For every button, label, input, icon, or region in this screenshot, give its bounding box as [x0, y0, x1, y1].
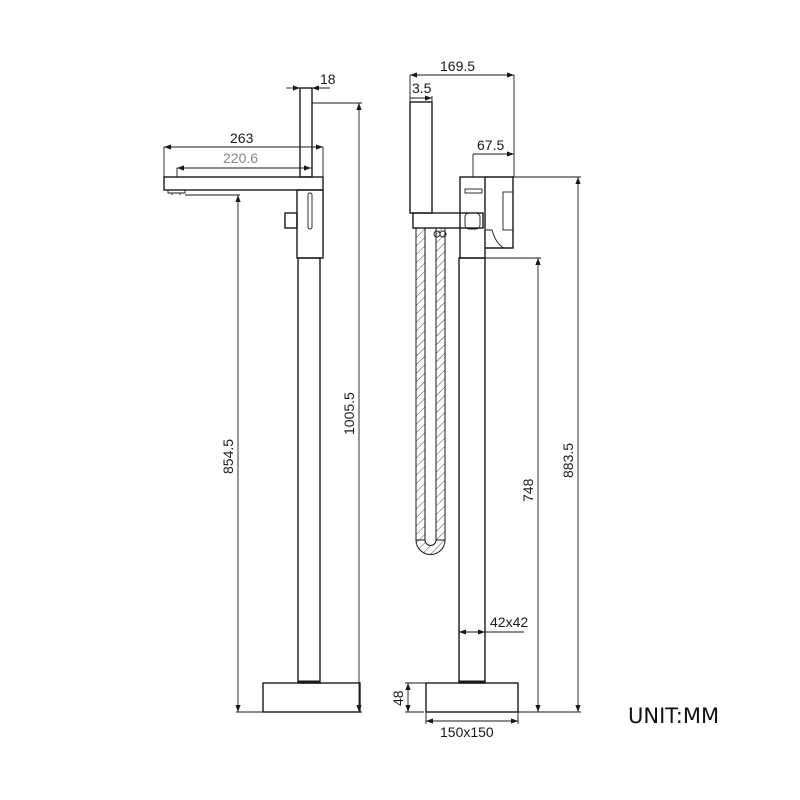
front-base	[425, 682, 519, 713]
front-handle-curve	[486, 229, 513, 249]
dim-base-size: 150x150	[440, 724, 494, 740]
dim-overall-width: 169.5	[440, 58, 475, 74]
shower-hose	[415, 227, 447, 555]
dim-spout-length: 263	[230, 130, 254, 146]
front-body-button	[464, 212, 481, 230]
dim-body-height: 883.5	[560, 443, 576, 478]
dim-handset-offset: 3.5	[412, 80, 432, 96]
front-lever	[502, 191, 514, 231]
side-spout	[163, 176, 324, 191]
side-base	[262, 682, 361, 713]
front-pipe	[458, 257, 486, 684]
side-pipe	[297, 257, 321, 684]
side-view: 18 263 220.6 1005.5 854.5	[163, 71, 362, 713]
dim-pipe-section: 42x42	[490, 614, 528, 630]
front-lever-housing	[485, 176, 514, 249]
side-knob	[284, 212, 298, 229]
side-body-slot	[307, 192, 313, 230]
dim-spout-reach: 220.6	[223, 150, 258, 166]
front-view: 169.5 3.5 67.5 883.5 748 42x42 48 150x15…	[390, 58, 581, 740]
dim-total-height: 1005.5	[341, 392, 357, 435]
side-handset	[299, 87, 313, 178]
dim-spout-height: 854.5	[220, 439, 236, 474]
front-body-outlet	[464, 188, 483, 194]
front-handset	[409, 101, 433, 214]
dim-base-height: 48	[390, 690, 406, 706]
side-spout-nozzle	[167, 190, 186, 195]
side-body	[296, 189, 324, 259]
unit-label: UNIT:MM	[628, 704, 719, 728]
dim-body-offset: 67.5	[477, 137, 504, 153]
dim-pipe-height: 748	[520, 478, 536, 502]
dim-handset-width: 18	[320, 71, 336, 87]
front-hose-connector	[412, 212, 484, 229]
